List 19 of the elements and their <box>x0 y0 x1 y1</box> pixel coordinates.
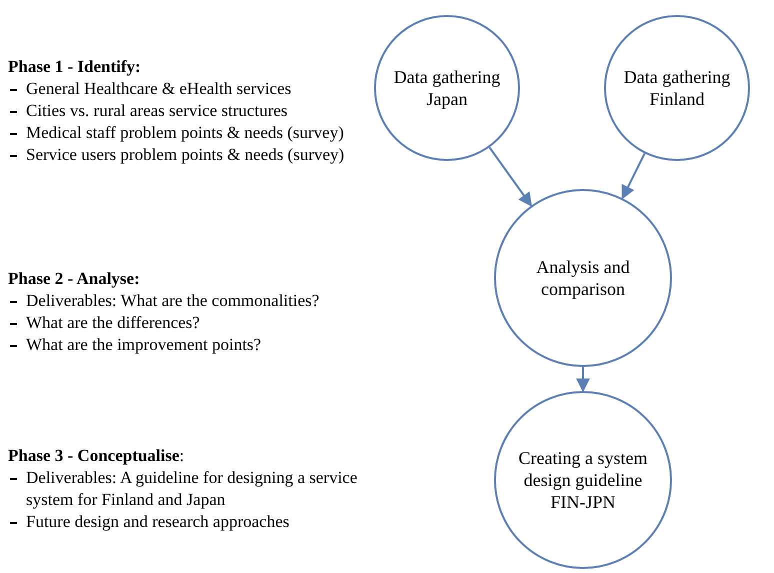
bullet-item: General Healthcare & eHealth services <box>8 78 358 100</box>
node-label: Data gathering Japan <box>392 66 502 110</box>
bullet-item: Service users problem points & needs (survey) <box>8 144 358 166</box>
node-label: Analysis and comparison <box>535 256 631 300</box>
bullet-item: What are the differences? <box>8 312 358 334</box>
phase-heading: Phase 3 - Conceptualise: <box>8 445 186 467</box>
bullet-item: Cities vs. rural areas service structures <box>8 100 358 122</box>
bullet-item: Future design and research approaches <box>8 511 358 533</box>
bullet-item: What are the improvement points? <box>8 334 358 356</box>
bullet-item: Deliverables: What are the commonalities? <box>8 290 358 312</box>
phase-heading: Phase 1 - Identify: <box>8 56 142 78</box>
node-label: Creating a system design guideline FIN-JPN <box>518 447 648 513</box>
arrow <box>622 152 646 200</box>
arrow <box>576 367 590 392</box>
bullet-item: Medical staff problem points & needs (survey) <box>8 122 358 144</box>
bullet-item: Deliverables: A guideline for designing a service system for Finland and Japan <box>8 467 358 511</box>
phase-heading: Phase 2 - Analyse: <box>8 268 141 290</box>
node-label: Data gathering Finland <box>622 66 732 110</box>
arrow <box>488 146 532 207</box>
